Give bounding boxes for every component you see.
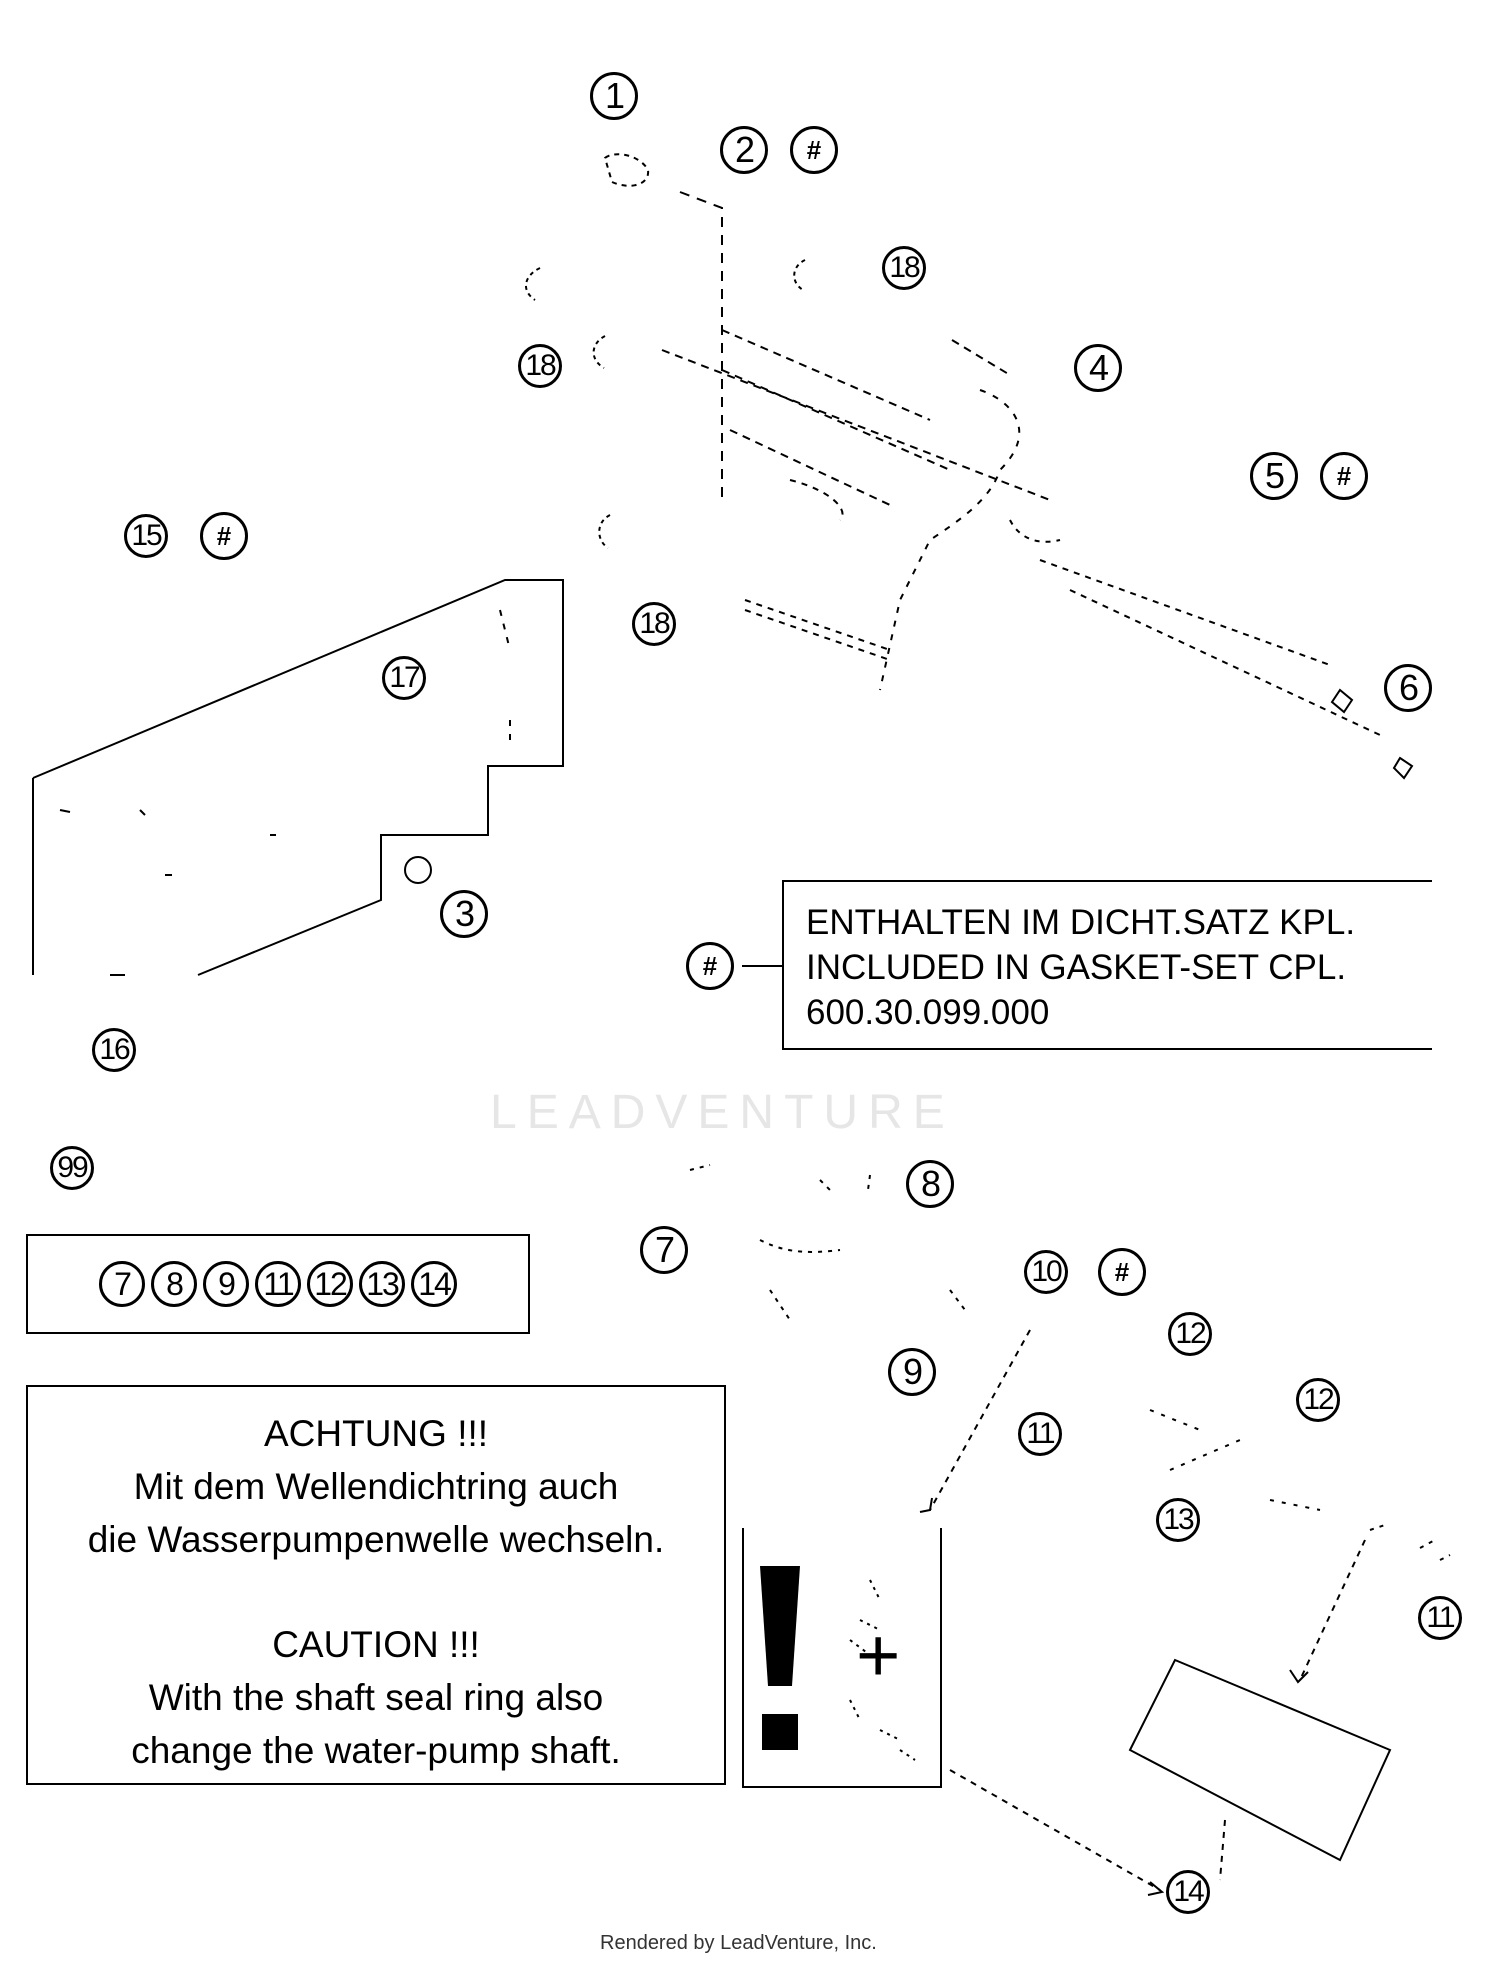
kit-item-13[interactable]: 13 [359,1261,405,1307]
callout-14[interactable]: 14 [1166,1870,1210,1914]
caution-text-de-1: Mit dem Wellendichtring auch [133,1466,619,1507]
part-18-clip [793,259,806,291]
callout-3[interactable]: 3 [440,890,488,938]
part-1-washer [603,153,650,187]
callout-10[interactable]: 10 [1024,1250,1068,1294]
kit-item-12[interactable]: 12 [307,1261,353,1307]
note-line-english: INCLUDED IN GASKET-SET CPL. [806,948,1347,987]
callout-13[interactable]: 13 [1156,1498,1200,1542]
part-6-pin [1330,688,1354,714]
callout-18[interactable]: 18 [632,602,676,646]
callout-hash[interactable]: # [790,126,838,174]
caution-title-de: ACHTUNG !!! [263,1413,489,1454]
kit-item-11[interactable]: 11 [255,1261,301,1307]
callout-18[interactable]: 18 [882,246,926,290]
callout-16[interactable]: 16 [92,1028,136,1072]
note-line-german: ENTHALTEN IM DICHT.SATZ KPL. [806,903,1356,942]
callout-hash[interactable]: # [1320,452,1368,500]
callout-11[interactable]: 11 [1418,1596,1462,1640]
kit-item-9[interactable]: 9 [203,1261,249,1307]
callout-11[interactable]: 11 [1018,1412,1062,1456]
gasket-set-note: ENTHALTEN IM DICHT.SATZ KPL. INCLUDED IN… [782,880,1432,1050]
caution-text-de-2: die Wasserpumpenwelle wechseln. [87,1519,665,1560]
callout-15[interactable]: 15 [124,514,168,558]
gasket-plate [1128,1658,1392,1862]
gasket-kit-contents-box: 7 8 9 11 12 13 14 [26,1234,530,1334]
leader-line [679,191,723,500]
callout-12[interactable]: 12 [1168,1312,1212,1356]
note-part-number: 600.30.099.000 [806,993,1050,1032]
kit-item-8[interactable]: 8 [151,1261,197,1307]
part-4-pin [951,339,1011,376]
caution-text-en-1: With the shaft seal ring also [148,1677,604,1718]
kit-item-7[interactable]: 7 [99,1261,145,1307]
footer-credit: Rendered by LeadVenture, Inc. [600,1932,877,1954]
watermark-text: LEADVENTURE [490,1086,955,1139]
part-18-clip [525,267,541,301]
part-3-plug [404,856,432,884]
callout-hash[interactable]: # [200,512,248,560]
warning-detail-box: + [742,1528,942,1788]
callout-2[interactable]: 2 [720,126,768,174]
part-5-seal [1009,519,1061,543]
leader-arrow-line [929,1329,1031,1511]
callout-5[interactable]: 5 [1250,452,1298,500]
caution-title-en: CAUTION !!! [272,1624,480,1665]
exclamation-icon [760,1566,800,1766]
callout-1[interactable]: 1 [590,72,638,120]
callout-6[interactable]: 6 [1384,664,1432,712]
callout-8[interactable]: 8 [906,1160,954,1208]
callout-99[interactable]: 99 [50,1146,94,1190]
callout-17[interactable]: 17 [382,656,426,700]
callout-4[interactable]: 4 [1074,344,1122,392]
callout-7[interactable]: 7 [640,1226,688,1274]
plus-icon: + [856,1613,901,1698]
callout-hash[interactable]: # [686,942,734,990]
part-18-clip [592,335,606,369]
caution-text-en-2: change the water-pump shaft. [131,1730,621,1771]
callout-12[interactable]: 12 [1296,1378,1340,1422]
part-18-clip [598,514,611,549]
pump-housing-outline [879,389,1021,691]
shaft-line [661,349,1051,501]
long-shaft [1039,559,1331,666]
caution-box: ACHTUNG !!! Mit dem Wellendichtring auch… [26,1385,726,1785]
cover-plate-outline [32,579,564,976]
kit-item-14[interactable]: 14 [411,1261,457,1307]
callout-hash[interactable]: # [1098,1248,1146,1296]
callout-9[interactable]: 9 [888,1348,936,1396]
callout-18[interactable]: 18 [518,344,562,388]
